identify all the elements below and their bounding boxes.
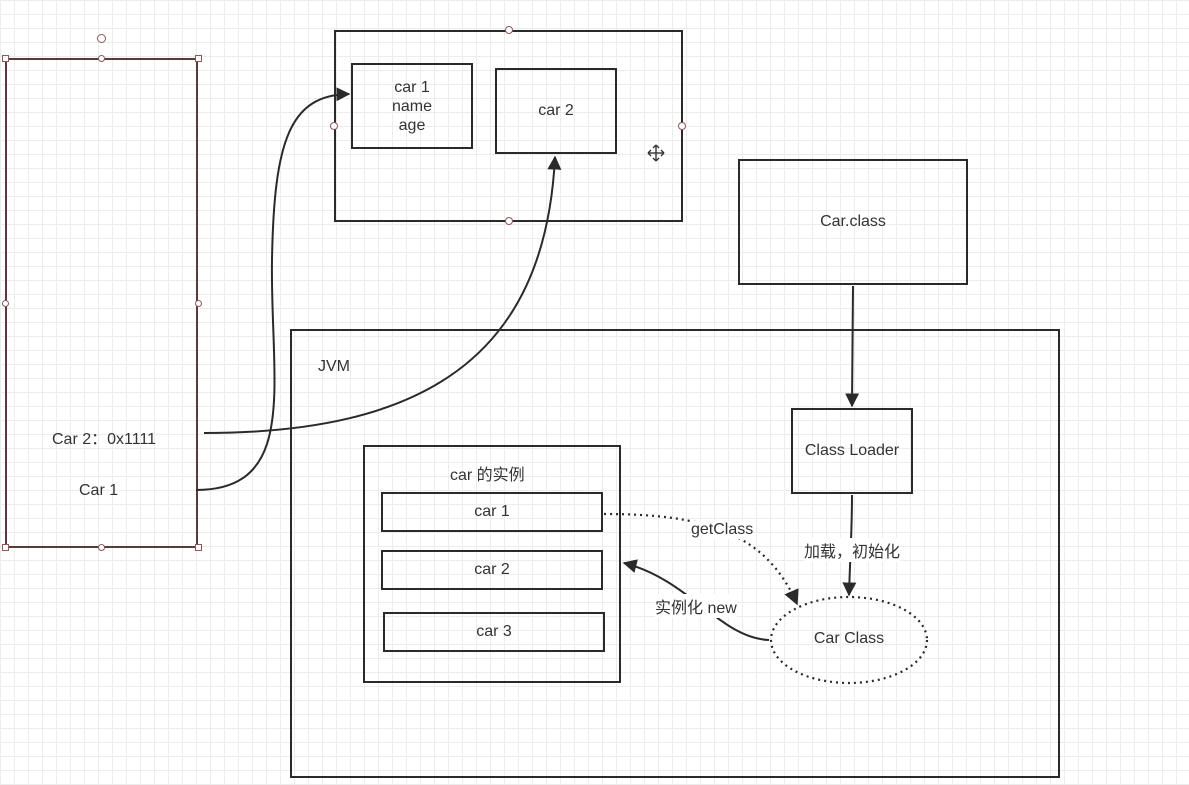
edge-label-load-init: 加载，初始化: [804, 538, 901, 562]
instance-car3-label: car 3: [476, 623, 512, 640]
heap-car1-field-age: age: [398, 116, 426, 134]
arrow-classfile-to-loader[interactable]: [845, 285, 860, 408]
connection-point-left[interactable]: [330, 122, 338, 130]
instance-car2-label: car 2: [474, 561, 510, 578]
instance-car1-label: car 1: [474, 503, 510, 520]
heap-car1-field-name: name: [391, 97, 433, 115]
resize-handle-bottom-right[interactable]: [195, 544, 202, 551]
stack-entry-car2: Car 2：0x1111: [52, 431, 157, 448]
connection-point-top[interactable]: [505, 26, 513, 34]
instance-car3-box[interactable]: car 3: [383, 612, 605, 652]
resize-handle-bottom[interactable]: [98, 544, 105, 551]
heap-car2-box[interactable]: car 2: [495, 68, 617, 154]
move-cursor-icon: [647, 144, 665, 162]
stack-entry-car1: Car 1: [79, 482, 119, 499]
class-loader-label: Class Loader: [804, 442, 900, 459]
heap-car2-label: car 2: [538, 102, 574, 119]
instances-title: car 的实例: [450, 467, 525, 484]
car-class-file-label: Car.class: [820, 213, 886, 230]
connection-point-right[interactable]: [678, 122, 686, 130]
arrow-getclass[interactable]: [603, 512, 799, 606]
jvm-label: JVM: [318, 358, 350, 375]
resize-handle-top-right[interactable]: [195, 55, 202, 62]
instance-car1-box[interactable]: car 1: [381, 492, 603, 532]
edge-label-getclass: getClass: [691, 521, 754, 539]
car-class-ellipse[interactable]: [769, 595, 929, 685]
jvm-box[interactable]: [290, 329, 1060, 778]
class-loader-box[interactable]: Class Loader: [791, 408, 913, 494]
rotate-handle[interactable]: [97, 34, 106, 43]
car-class-file-box[interactable]: Car.class: [738, 159, 968, 285]
car-class-label: Car Class: [813, 630, 885, 647]
arrow-car1-to-heap[interactable]: [195, 87, 351, 491]
connection-point-bottom[interactable]: [505, 217, 513, 225]
resize-handle-right[interactable]: [195, 300, 202, 307]
edge-label-instantiate: 实例化 new: [655, 594, 737, 618]
heap-car1-box[interactable]: car 1 name age: [351, 63, 473, 149]
instance-car2-box[interactable]: car 2: [381, 550, 603, 590]
resize-handle-left[interactable]: [2, 300, 9, 307]
arrow-car2-to-heap[interactable]: [203, 155, 562, 434]
resize-handle-top[interactable]: [98, 55, 105, 62]
resize-handle-bottom-left[interactable]: [2, 544, 9, 551]
instances-box[interactable]: [363, 445, 621, 683]
resize-handle-top-left[interactable]: [2, 55, 9, 62]
heap-car1-label: car 1: [394, 78, 430, 96]
